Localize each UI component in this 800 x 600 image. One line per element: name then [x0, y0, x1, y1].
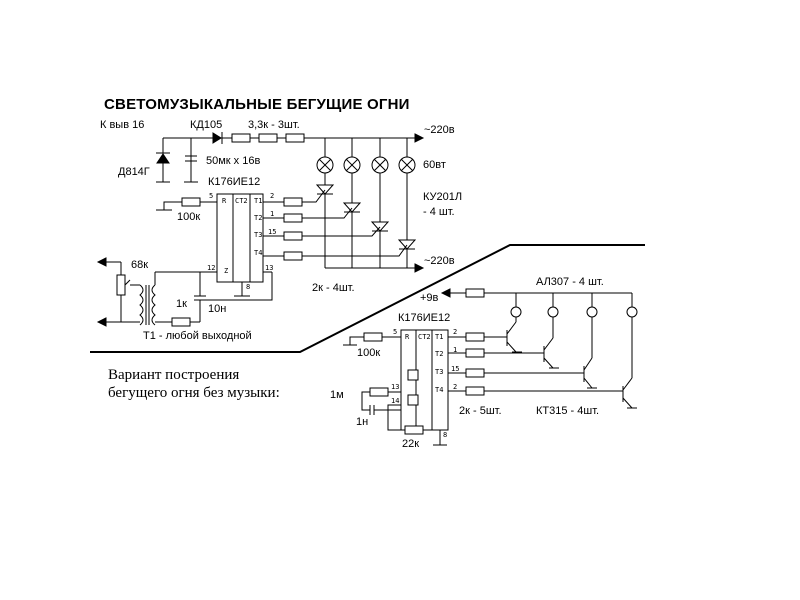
- arrow-mains-bottom: [415, 264, 423, 272]
- pin-14-bottom: 14: [391, 397, 400, 405]
- pot-68k: [117, 275, 125, 295]
- label-r-in-top: 100к: [177, 211, 201, 223]
- pin-2-bottom-a: 2: [453, 328, 458, 336]
- pin-t1-top: Т1: [254, 197, 263, 205]
- label-supply: +9в: [420, 292, 439, 304]
- label-r-bases: 2к - 5шт.: [459, 405, 502, 417]
- transformer-t1: [140, 285, 143, 325]
- label-transistors: КТ315 - 4шт.: [536, 405, 600, 417]
- pin-t2-top: Т2: [254, 214, 263, 222]
- label-r-22k: 22к: [402, 438, 420, 450]
- pin-13-bottom: 13: [391, 383, 400, 391]
- resistor-supply: [466, 289, 484, 297]
- note-line-2: бегущего огня без музыки:: [108, 385, 280, 401]
- pin-r-top: R: [222, 197, 227, 205]
- pin-1-bottom: 1: [453, 346, 458, 354]
- pin-1-top: 1: [270, 210, 275, 218]
- label-diode: КД105: [190, 119, 223, 131]
- pin-8-bottom: 8: [443, 431, 448, 439]
- transistors: [507, 322, 637, 408]
- zener-diode: [157, 154, 169, 163]
- pin-15-top: 15: [268, 228, 277, 236]
- label-chip-top: К176ИЕ12: [208, 176, 261, 188]
- pin-t4-top: Т4: [254, 249, 263, 257]
- resistor-3k3-a: [232, 134, 250, 142]
- resistor-22k: [405, 426, 423, 434]
- bottom-circuit: [343, 289, 637, 445]
- pin-ct2-top: СТ2: [235, 197, 248, 205]
- arrow-supply: [442, 289, 450, 297]
- resistor-100k-bottom: [364, 333, 382, 341]
- pin-t2-bottom: Т2: [435, 350, 444, 358]
- base-wires: [448, 333, 623, 395]
- note-line-1: Вариант построения: [108, 367, 240, 383]
- label-leds: АЛ307 - 4 шт.: [536, 276, 604, 288]
- resistor-1m: [370, 388, 388, 396]
- label-r-in-bottom: 100к: [357, 347, 381, 359]
- label-r-1k: 1к: [176, 298, 187, 310]
- label-r-1m: 1м: [330, 389, 344, 401]
- arrow-mains-top: [415, 134, 423, 142]
- pin-r-bottom: R: [405, 333, 410, 341]
- gate-wires: [263, 190, 407, 260]
- label-chip-bottom: К176ИЕ12: [398, 312, 451, 324]
- label-lamps: 60вт: [423, 159, 446, 171]
- label-thyristors-1: КУ201Л: [423, 191, 463, 203]
- lamps: [317, 138, 415, 173]
- pin-5-bottom: 5: [393, 328, 398, 336]
- diagram-title: СВЕТОМУЗЫКАЛЬНЫЕ БЕГУЩИЕ ОГНИ: [104, 96, 410, 113]
- label-mains-top: ~220в: [424, 124, 455, 136]
- pin-13-top: 13: [265, 264, 274, 272]
- resistor-1k: [172, 318, 190, 326]
- pin-2-top: 2: [270, 192, 275, 200]
- label-c-1n: 1н: [356, 416, 369, 428]
- pin-t4-bottom: Т4: [435, 386, 444, 394]
- pin-z-top-a: Z: [224, 267, 229, 275]
- pin-12-top: 12: [207, 264, 216, 272]
- pin-t3-bottom: Т3: [435, 368, 444, 376]
- top-circuit: [98, 132, 423, 326]
- pin-15-bottom: 15: [451, 365, 460, 373]
- section-divider: [90, 245, 645, 352]
- pin-t3-top: Т3: [254, 231, 263, 239]
- label-thyristors-2: - 4 шт.: [423, 206, 455, 218]
- label-gate-resistors: 2к - 4шт.: [312, 282, 355, 294]
- label-c-10n: 10н: [208, 303, 227, 315]
- resistor-3k3-b: [259, 134, 277, 142]
- diode-kd105: [213, 133, 221, 143]
- label-pot: 68к: [131, 259, 149, 271]
- label-k-pin: К выв 16: [100, 119, 145, 131]
- pin-ct2-bottom: СТ2: [418, 333, 431, 341]
- pin-8-top: 8: [246, 283, 251, 291]
- thyristors: [317, 173, 415, 268]
- osc-gate-b: [408, 395, 418, 405]
- resistor-100k-top: [182, 198, 200, 206]
- pin-t1-bottom: Т1: [435, 333, 444, 341]
- pin-5-top: 5: [209, 192, 214, 200]
- resistor-3k3-c: [286, 134, 304, 142]
- label-mains-bottom: ~220в: [424, 255, 455, 267]
- label-zener: Д814Г: [118, 166, 150, 178]
- label-resistors-3k3: 3,3к - 3шт.: [248, 119, 300, 131]
- leds: [511, 293, 637, 378]
- pin-2-bottom-b: 2: [453, 383, 458, 391]
- label-capacitor: 50мк х 16в: [206, 155, 261, 167]
- chip-top: [217, 194, 263, 282]
- label-transformer: Т1 - любой выходной: [143, 330, 252, 342]
- osc-gate-a: [408, 370, 418, 380]
